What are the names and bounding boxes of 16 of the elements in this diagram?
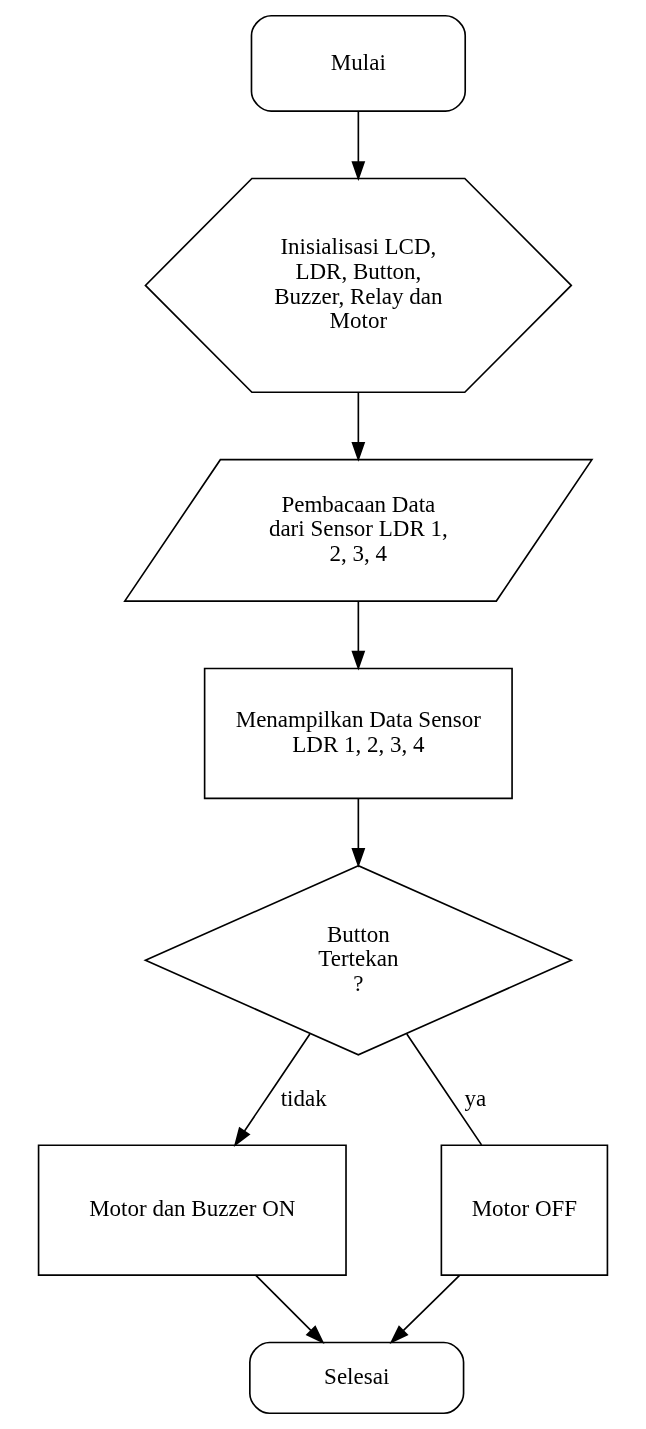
arrow <box>255 1274 325 1344</box>
arrow <box>351 110 366 181</box>
arrow <box>351 797 366 868</box>
arrow <box>389 1274 461 1344</box>
edge-label: ya <box>464 1085 487 1112</box>
node-diamond: Button Tertekan ? <box>143 864 574 1056</box>
arrow <box>351 600 366 671</box>
arrow <box>233 1033 311 1147</box>
node-box: Menampilkan Data Sensor LDR 1, 2, 3, 4 <box>203 667 513 800</box>
node-box: Mulai <box>250 14 467 112</box>
edge-label: tidak <box>280 1085 327 1112</box>
node-box: Selesai <box>249 1341 465 1415</box>
node-box: Motor dan Buzzer ON <box>37 1144 347 1276</box>
connector <box>406 1033 483 1146</box>
node-box: Motor OFF <box>440 1144 609 1276</box>
arrow <box>351 391 366 462</box>
